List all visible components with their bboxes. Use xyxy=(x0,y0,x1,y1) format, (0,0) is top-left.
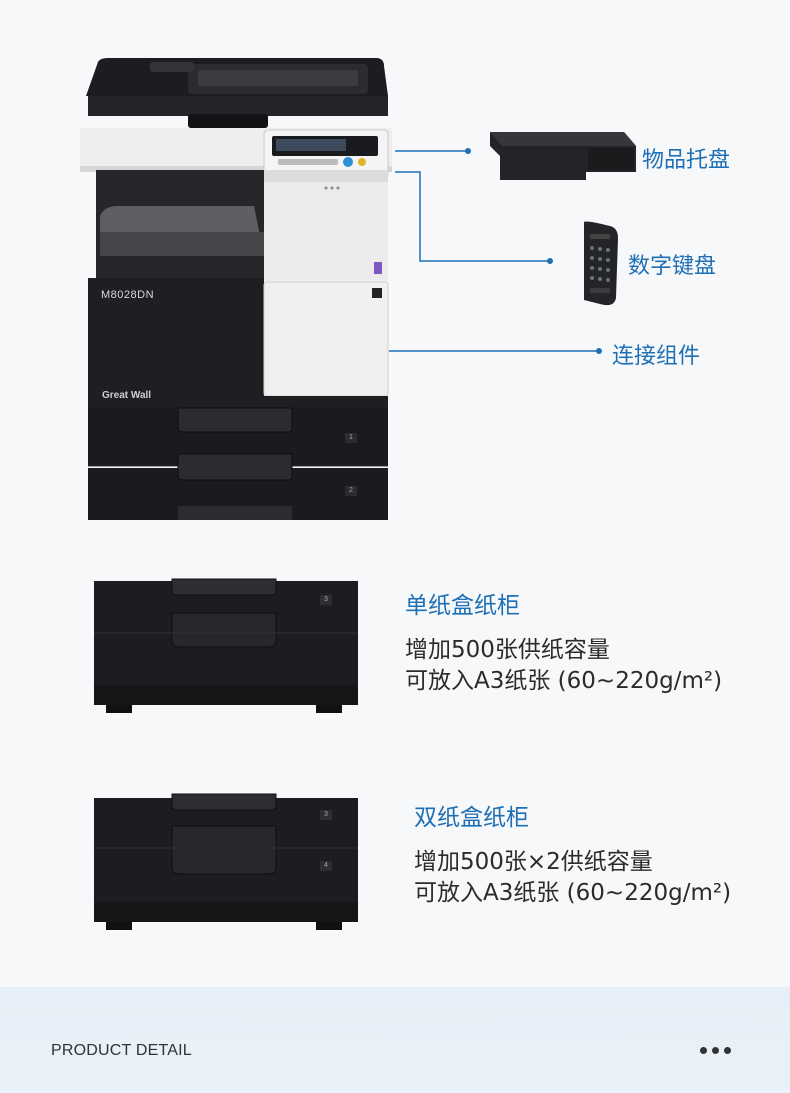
numeric-keypad-image xyxy=(584,221,618,306)
double-cabinet-capacity: 增加500张×2供纸容量 xyxy=(414,849,653,875)
single-cabinet-title: 单纸盒纸柜 xyxy=(405,593,520,619)
more-dots-icon[interactable] xyxy=(700,1047,731,1054)
dot xyxy=(724,1047,731,1054)
tray-number-2: 2 xyxy=(345,486,357,496)
callout-item-tray: 物品托盘 xyxy=(642,148,731,173)
callout-lines xyxy=(389,148,602,354)
cabinet-tray-number-3: 3 xyxy=(320,595,332,605)
double-cabinet-paper: 可放入A3纸张 (60~220g/m²) xyxy=(414,880,732,906)
double-cabinet-title: 双纸盒纸柜 xyxy=(414,805,529,831)
cabinet-tray-number-4: 4 xyxy=(320,861,332,871)
single-cabinet-paper: 可放入A3纸张 (60~220g/m²) xyxy=(405,668,723,694)
dot xyxy=(700,1047,707,1054)
printer-image xyxy=(80,58,392,520)
single-cabinet-capacity: 增加500张供纸容量 xyxy=(405,637,610,663)
cabinet-tray-number-3b: 3 xyxy=(320,810,332,820)
footer-bar: PRODUCT DETAIL xyxy=(0,987,790,1093)
callout-numeric-keypad: 数字键盘 xyxy=(628,254,717,279)
model-label: M8028DN xyxy=(101,289,155,301)
tray-number-1: 1 xyxy=(345,433,357,443)
double-cabinet-image xyxy=(94,793,358,930)
item-tray-image xyxy=(490,132,636,180)
callout-connection-kit: 连接组件 xyxy=(612,344,701,369)
single-cabinet-image xyxy=(94,578,358,713)
footer-product-detail: PRODUCT DETAIL xyxy=(51,1042,192,1059)
dot xyxy=(712,1047,719,1054)
brand-logo: Great Wall xyxy=(102,390,152,401)
